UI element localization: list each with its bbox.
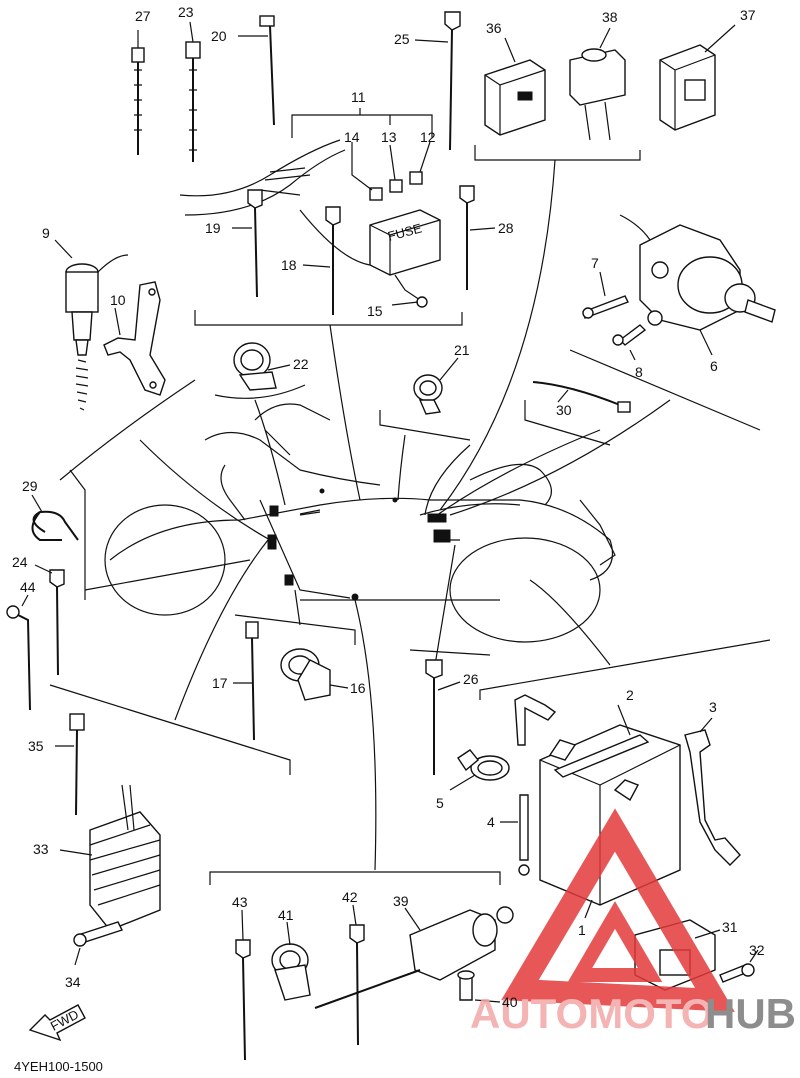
callout-24: 24 bbox=[12, 554, 28, 570]
callout-11: 11 bbox=[351, 89, 366, 105]
clip-29 bbox=[31, 494, 79, 541]
relay-38 bbox=[569, 27, 626, 141]
callout-13: 13 bbox=[381, 129, 397, 145]
callout-38: 38 bbox=[602, 9, 618, 25]
cable-tie-17 bbox=[233, 621, 259, 741]
callout-32: 32 bbox=[749, 942, 765, 958]
leader-lines bbox=[59, 159, 671, 871]
relay-36 bbox=[484, 37, 546, 136]
callout-27: 27 bbox=[135, 8, 151, 24]
callout-21: 21 bbox=[454, 342, 470, 358]
callout-29: 29 bbox=[22, 478, 38, 494]
callout-20: 20 bbox=[211, 28, 227, 44]
callout-12: 12 bbox=[420, 129, 436, 145]
callout-23: 23 bbox=[178, 4, 194, 20]
callout-41: 41 bbox=[278, 907, 294, 923]
callout-43: 43 bbox=[232, 894, 248, 910]
group-brackets bbox=[49, 145, 771, 885]
sensor-39 bbox=[314, 906, 514, 1009]
cable-tie-42 bbox=[349, 904, 365, 1046]
callout-8: 8 bbox=[635, 364, 643, 380]
callout-31: 31 bbox=[722, 919, 738, 935]
callout-17: 17 bbox=[212, 675, 228, 691]
clamp-41 bbox=[271, 921, 311, 1001]
callout-35: 35 bbox=[28, 738, 44, 754]
callout-40: 40 bbox=[502, 994, 518, 1010]
diagram-code: 4YEH100-1500 bbox=[14, 1059, 103, 1074]
callout-7: 7 bbox=[591, 255, 599, 271]
callout-36: 36 bbox=[486, 20, 502, 36]
callout-1: 1 bbox=[578, 922, 586, 938]
bracket-10 bbox=[103, 281, 166, 396]
callout-39: 39 bbox=[393, 893, 409, 909]
callout-16: 16 bbox=[350, 680, 366, 696]
fuse-box-group: FUSE bbox=[179, 108, 441, 308]
sensor-9 bbox=[54, 239, 129, 411]
callout-10: 10 bbox=[110, 292, 126, 308]
callout-9: 9 bbox=[42, 225, 50, 241]
rectifier-regulator-33 bbox=[59, 784, 161, 966]
callout-6: 6 bbox=[710, 358, 718, 374]
cable-tie-27 bbox=[131, 30, 145, 155]
callout-5: 5 bbox=[436, 795, 444, 811]
callout-44: 44 bbox=[20, 579, 36, 595]
automotohub-watermark: AUTOMOTO HUB bbox=[470, 808, 796, 1037]
callout-34: 34 bbox=[65, 974, 81, 990]
callout-33: 33 bbox=[33, 841, 49, 857]
motorcycle-outline bbox=[104, 403, 616, 643]
callout-14: 14 bbox=[344, 129, 360, 145]
cable-tie-18 bbox=[302, 206, 341, 315]
callout-28: 28 bbox=[498, 220, 514, 236]
callout-15: 15 bbox=[367, 303, 383, 319]
band-30 bbox=[532, 381, 631, 413]
cable-tie-28 bbox=[459, 185, 496, 290]
callout-37: 37 bbox=[740, 7, 756, 23]
callout-2: 2 bbox=[626, 687, 634, 703]
cable-tie-25 bbox=[414, 11, 461, 151]
clamp-16 bbox=[280, 648, 349, 701]
cable-tie-43 bbox=[235, 909, 251, 1061]
fwd-arrow-icon: FWD bbox=[28, 1004, 86, 1042]
clamp-21 bbox=[413, 357, 459, 415]
band-20 bbox=[238, 15, 275, 126]
band-44 bbox=[6, 594, 31, 711]
callout-42: 42 bbox=[342, 889, 358, 905]
cable-tie-24 bbox=[34, 564, 65, 676]
cable-tie-35 bbox=[55, 713, 85, 816]
watermark-text-main: AUTOMOTO bbox=[470, 990, 713, 1037]
cable-tie-23 bbox=[185, 21, 201, 162]
callout-19: 19 bbox=[205, 220, 221, 236]
main-switch bbox=[582, 214, 776, 361]
callout-18: 18 bbox=[281, 257, 297, 273]
relay-37 bbox=[659, 24, 736, 131]
callout-30: 30 bbox=[556, 402, 572, 418]
callout-4: 4 bbox=[487, 814, 495, 830]
callout-labels: 1 2 3 4 5 6 7 8 9 10 11 12 13 14 15 16 1… bbox=[12, 4, 765, 1074]
cable-tie-19 bbox=[232, 189, 263, 298]
cable-tie-26 bbox=[425, 659, 461, 775]
callout-22: 22 bbox=[293, 356, 309, 372]
starter-relay-31 bbox=[634, 919, 759, 991]
callout-26: 26 bbox=[463, 671, 479, 687]
clamp-22 bbox=[233, 342, 291, 391]
callout-25: 25 bbox=[394, 31, 410, 47]
watermark-text-hub: HUB bbox=[705, 990, 796, 1037]
callout-3: 3 bbox=[709, 699, 717, 715]
